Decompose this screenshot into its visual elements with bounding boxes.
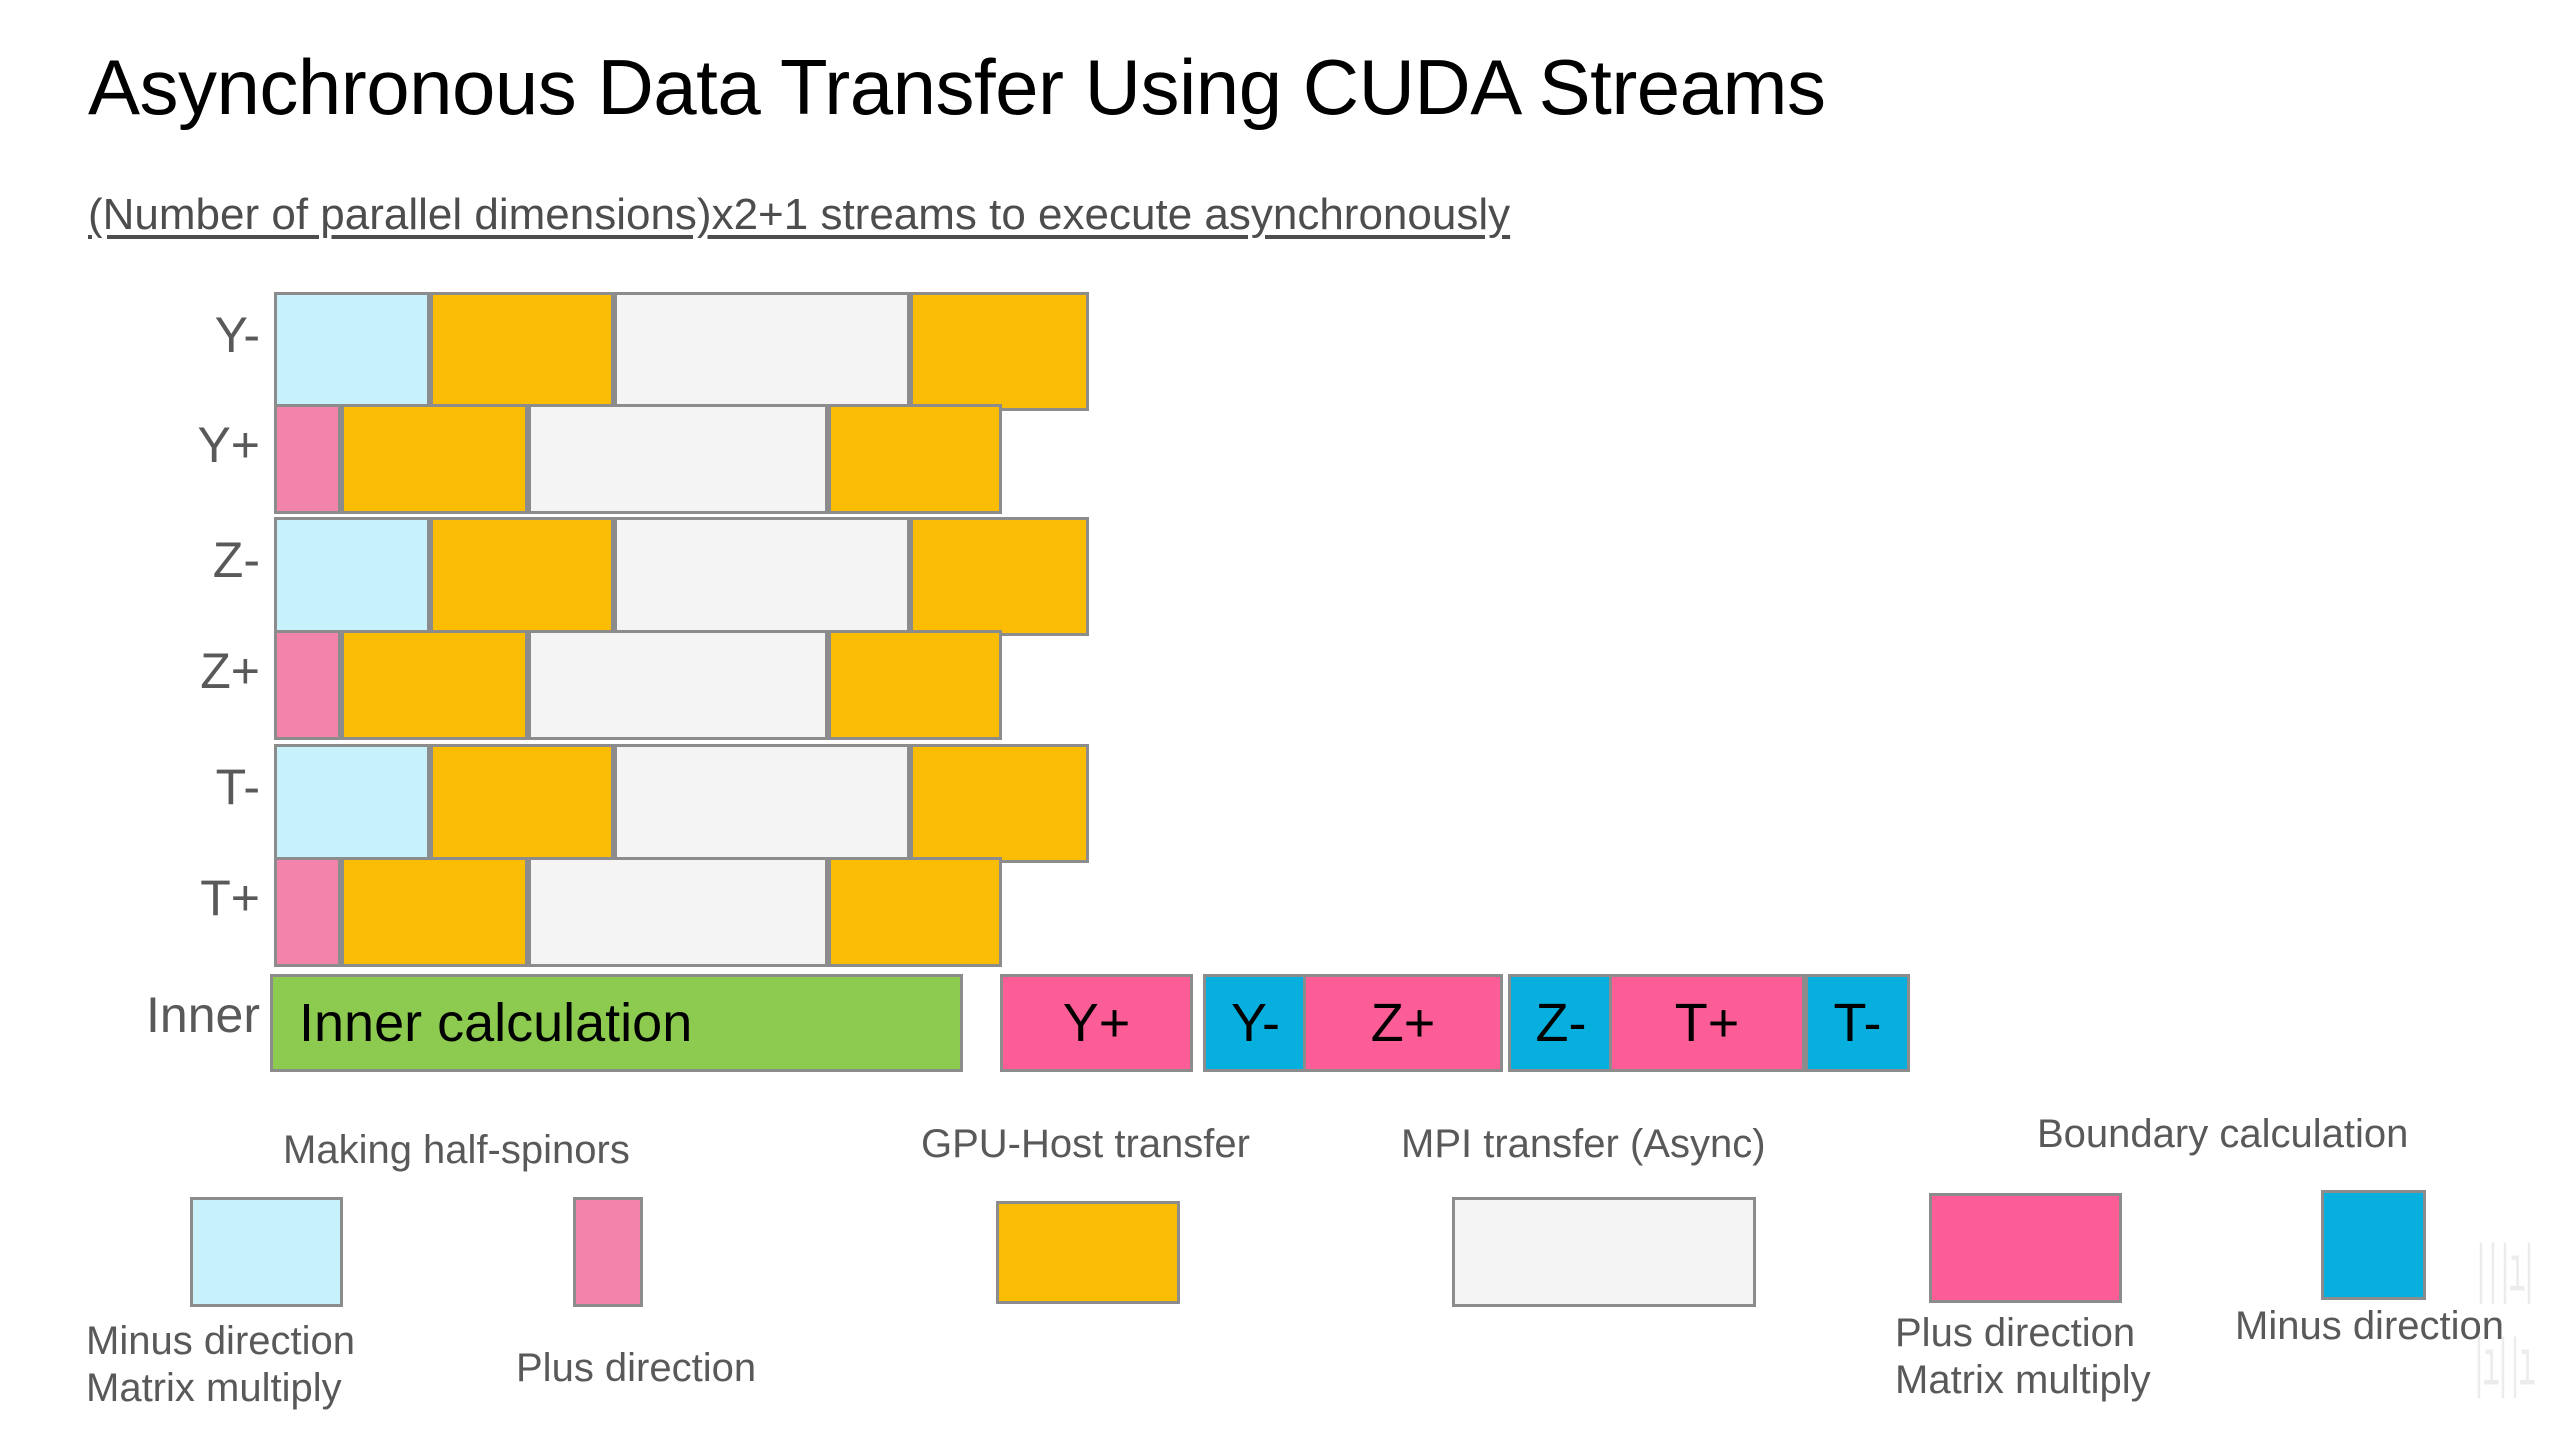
- row-label-tplus: T+: [200, 870, 260, 926]
- half-spinor-minus: [274, 517, 430, 636]
- legend-caption-line: Minus direction: [2235, 1304, 2505, 1348]
- legend-boundary-minus-caption: Minus direction: [2235, 1303, 2504, 1350]
- boundary-z-minus: Z-: [1508, 974, 1614, 1072]
- legend-title-making-half-spinors: Making half-spinors: [283, 1128, 630, 1172]
- boundary-z-plus: Z+: [1303, 974, 1503, 1072]
- page-title: Asynchronous Data Transfer Using CUDA St…: [88, 43, 1826, 131]
- watermark-artifact: |||ı|: [2472, 1237, 2538, 1313]
- legend-mpi-transfer-swatch: [1452, 1197, 1756, 1307]
- gpu-host-transfer: [828, 630, 1002, 740]
- gpu-host-transfer: [828, 404, 1002, 514]
- gpu-host-transfer: [341, 404, 528, 514]
- legend-caption-line: Minus direction: [86, 1319, 356, 1363]
- row-label-yminus: Y-: [214, 307, 260, 363]
- mpi-transfer: [614, 292, 910, 411]
- boundary-t-plus: T+: [1609, 974, 1805, 1072]
- legend-title-boundary-calculation: Boundary calculation: [2037, 1112, 2409, 1156]
- mpi-transfer: [528, 857, 828, 967]
- half-spinor-plus: [274, 630, 341, 740]
- inner-calculation: Inner calculation: [270, 974, 963, 1072]
- half-spinor-plus: [274, 857, 341, 967]
- boundary-y-plus: Y+: [1000, 974, 1193, 1072]
- gpu-host-transfer: [430, 744, 614, 863]
- gpu-host-transfer: [828, 857, 1002, 967]
- gpu-host-transfer: [341, 630, 528, 740]
- gpu-host-transfer: [910, 744, 1089, 863]
- watermark-artifact-2: |ı||ı: [2470, 1331, 2536, 1407]
- gpu-host-transfer: [430, 517, 614, 636]
- mpi-transfer: [528, 404, 828, 514]
- gpu-host-transfer: [910, 517, 1089, 636]
- legend-boundary-plus-swatch: [1929, 1193, 2122, 1303]
- row-label-zminus: Z-: [212, 532, 260, 588]
- boundary-t-minus: T-: [1805, 974, 1910, 1072]
- legend-caption-line: Plus direction: [516, 1346, 757, 1390]
- row-label-yplus: Y+: [197, 417, 260, 473]
- boundary-y-minus: Y-: [1203, 974, 1308, 1072]
- half-spinor-minus: [274, 292, 430, 411]
- legend-gpu-host-transfer-swatch: [996, 1201, 1180, 1304]
- half-spinor-plus: [274, 404, 341, 514]
- row-label-tminus: T-: [215, 759, 260, 815]
- row-label-zplus: Z+: [200, 643, 260, 699]
- legend-caption-line: Matrix multiply: [1895, 1358, 2151, 1403]
- mpi-transfer: [528, 630, 828, 740]
- gpu-host-transfer: [430, 292, 614, 411]
- half-spinor-minus: [274, 744, 430, 863]
- legend-title-mpi-transfer: MPI transfer (Async): [1401, 1122, 1766, 1166]
- legend-caption-line: Plus direction: [1895, 1311, 2136, 1355]
- gpu-host-transfer: [341, 857, 528, 967]
- gpu-host-transfer: [910, 292, 1089, 411]
- legend-half-spinor-minus-swatch: [190, 1197, 343, 1307]
- legend-half-spinor-plus-swatch: [573, 1197, 643, 1307]
- row-label-inner: Inner: [146, 987, 260, 1043]
- legend-boundary-minus-swatch: [2321, 1190, 2426, 1300]
- legend-half-spinor-plus-caption: Plus direction: [516, 1345, 756, 1392]
- mpi-transfer: [614, 517, 910, 636]
- legend-caption-line: Matrix multiply: [86, 1366, 342, 1411]
- page-subtitle: (Number of parallel dimensions)x2+1 stre…: [88, 190, 1511, 239]
- mpi-transfer: [614, 744, 910, 863]
- legend-title-gpu-host-transfer: GPU-Host transfer: [921, 1122, 1250, 1166]
